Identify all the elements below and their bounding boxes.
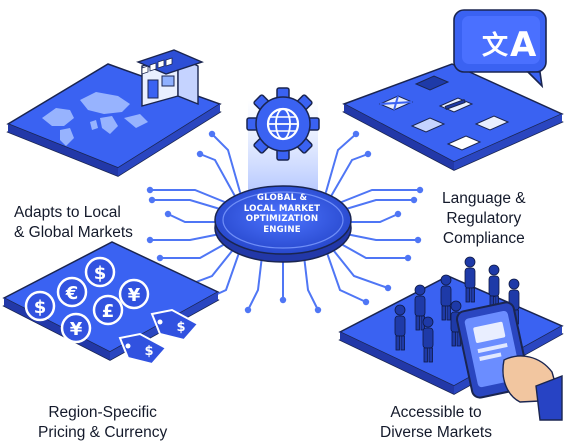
storefront-icon [136,49,204,107]
people-icon [394,256,520,363]
globe-gear-icon [246,87,320,161]
hub-label-line: ENGINE [263,224,301,235]
coin-symbol: ¥ [70,319,83,340]
center-hub [214,100,352,263]
caption-line: Diverse Markets [380,424,492,441]
yen-coin-icon: ¥ [60,312,92,344]
tag-symbol: $ [176,320,185,335]
smartphone-icon [455,301,563,421]
platform-bottom-left: $ € ¥ ¥ £ $ $ $ [2,241,220,366]
yen-coin-icon: ¥ [118,278,150,310]
world-map-icon [42,92,148,146]
translate-icon: 文 A [453,9,547,89]
euro-coin-icon: € [56,276,88,308]
dollar-coin-icon: $ [84,256,116,288]
pound-coin-icon: £ [92,294,124,326]
price-tag-icon: $ [118,332,168,366]
translate-glyph-right: A [510,25,537,65]
caption-line: Pricing & Currency [38,424,168,441]
hub-label-line: OPTIMIZATION [245,214,319,224]
caption-line: Accessible to [390,404,482,421]
coin-symbol: ¥ [128,285,141,306]
caption-pricing-currency: Region-Specific Pricing & Currency [38,403,167,443]
caption-line: Compliance [442,230,525,247]
caption-diverse-markets: Accessible to Diverse Markets [380,403,492,443]
caption-adapts-markets: Adapts to Local & Global Markets [14,203,133,243]
platform-bottom-right [338,256,564,421]
dollar-coin-icon: $ [24,290,56,322]
hub-label-line: LOCAL MARKET [243,203,321,214]
platform-top-left [6,49,222,177]
coin-symbol: $ [34,297,47,318]
caption-language-compliance: Language & Regulatory Compliance [442,189,526,249]
hub-label-line: GLOBAL & [256,193,308,203]
coin-symbol: $ [94,263,107,284]
price-tag-icon: $ [150,308,200,342]
platform-top-right: 文 A [342,9,564,171]
flag-icon [378,75,510,151]
caption-line: Language & [442,190,526,207]
coin-symbol: £ [102,301,115,322]
caption-line: Regulatory [446,210,522,227]
translate-glyph-left: 文 [482,30,509,61]
caption-line: Region-Specific [48,404,157,421]
tag-symbol: $ [144,344,153,359]
caption-line: & Global Markets [14,224,133,241]
caption-line: Adapts to Local [14,204,121,221]
coin-symbol: € [65,283,79,304]
hub-label: GLOBAL & LOCAL MARKET OPTIMIZATION ENGIN… [223,193,341,235]
